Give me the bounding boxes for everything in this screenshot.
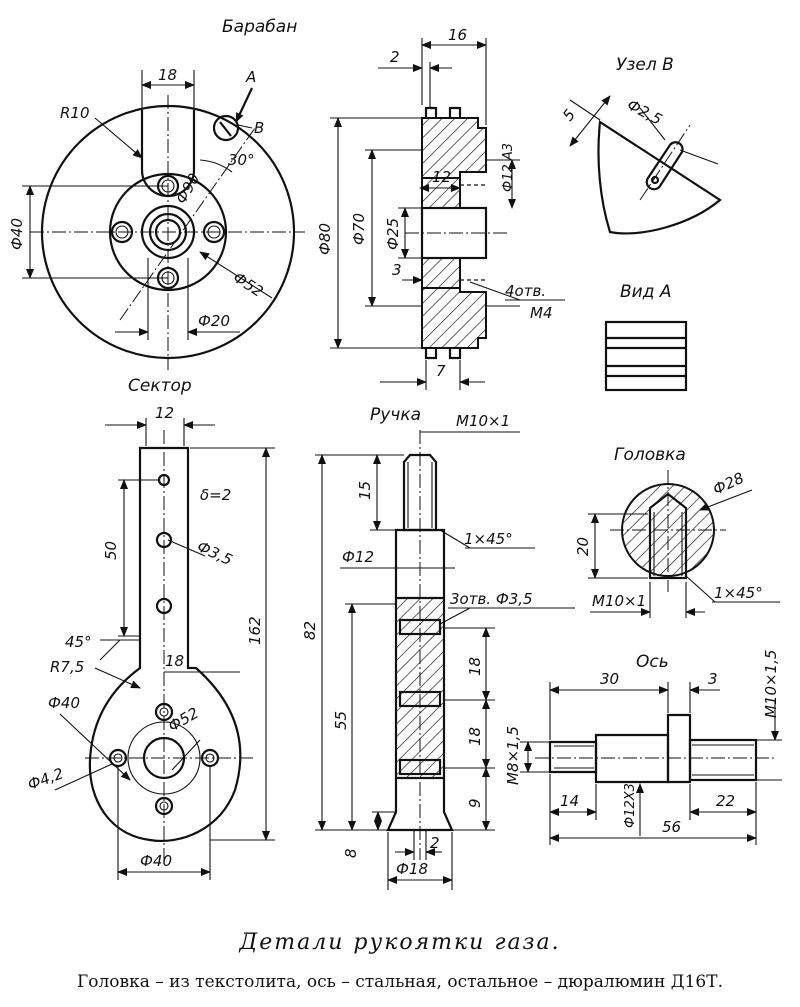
node-dim-d25: Ф2,5 xyxy=(624,96,665,129)
sector-dim-45deg: 45° xyxy=(65,633,92,651)
drum-dim-18: 18 xyxy=(158,66,177,84)
handle-dim-8: 8 xyxy=(342,848,360,858)
sector-stem-holes xyxy=(155,473,173,615)
materials-note: Головка – из текстолита, ось – стальная,… xyxy=(77,972,723,992)
sector-dim-d40b: Ф40 xyxy=(140,852,172,870)
sector-outline xyxy=(88,446,242,842)
drum-dim-d40: Ф40 xyxy=(8,218,26,250)
drum-dim-30deg: 30° xyxy=(228,151,255,169)
drum-node-b: В xyxy=(254,119,264,137)
section-thread-m4: М4 xyxy=(530,304,553,322)
drum-front-view: Барабан 18 А В R10 xyxy=(8,17,305,370)
knob-view: Головка Ф28 20 1×45° М10×1 xyxy=(574,445,780,618)
sector-dim-d35: Ф3,5 xyxy=(194,537,235,569)
axle-thread-m8: М8×1,5 xyxy=(504,726,522,785)
drum-title: Барабан xyxy=(222,17,297,37)
sector-dim-50: 50 xyxy=(102,541,120,560)
handle-dim-18b: 18 xyxy=(466,727,484,746)
drum-view-a: А xyxy=(245,68,256,86)
sector-dim-18: 18 xyxy=(165,652,184,670)
section-dim-2: 2 xyxy=(390,48,400,66)
handle-dim-d12: Ф12 xyxy=(342,548,374,566)
sector-dim-r75: R7,5 xyxy=(50,658,84,676)
handle-chamfer: 1×45° xyxy=(464,530,513,548)
handle-holes-label: 3отв. Ф3,5 xyxy=(450,590,533,608)
sector-dim-d40a: Ф40 xyxy=(48,694,80,712)
drum-dim-r10: R10 xyxy=(60,104,90,122)
drum-dim-d20: Ф20 xyxy=(198,312,230,330)
axle-dim-30: 30 xyxy=(600,670,619,688)
section-dim-d70: Ф70 xyxy=(350,213,368,245)
knob-title: Головка xyxy=(614,445,686,465)
axle-dim-3: 3 xyxy=(708,670,718,688)
section-dim-16: 16 xyxy=(448,26,467,44)
axle-dim-56: 56 xyxy=(662,818,681,836)
handle-thread: М10×1 xyxy=(456,412,510,430)
handle-title: Ручка xyxy=(370,405,421,425)
handle-view: Ручка М10×1 15 1×45° Ф12 xyxy=(301,405,575,890)
section-dim-7: 7 xyxy=(436,362,446,380)
section-dim-12: 12 xyxy=(432,168,451,186)
axle-view: Ось 30 3 М10×1,5 М8×1,5 Ф12Х3 xyxy=(504,650,782,845)
axle-thread-m10: М10×1,5 xyxy=(762,650,780,718)
section-dim-d80: Ф80 xyxy=(316,223,334,255)
handle-dim-d18: Ф18 xyxy=(396,860,428,878)
handle-dim-15: 15 xyxy=(356,481,374,500)
node-b-title: Узел В xyxy=(616,55,674,75)
drum-cable-hole xyxy=(212,114,240,142)
drum-dim-d52: Ф52 xyxy=(230,268,267,301)
sector-bolt-holes xyxy=(108,702,220,816)
sector-view: Сектор 12 δ=2 50 Ф3,5 xyxy=(25,376,275,880)
view-a: Вид А xyxy=(604,282,688,392)
drum-dim-d90: Ф90 xyxy=(172,170,204,207)
node-b-view: Узел В 5 Ф2,5 xyxy=(559,55,722,235)
sector-dim-d42: Ф4,2 xyxy=(25,764,66,793)
sector-dim-162: 162 xyxy=(246,616,264,645)
knob-dim-20: 20 xyxy=(574,537,592,556)
axle-title: Ось xyxy=(636,652,669,672)
figure-caption: Детали рукоятки газа. xyxy=(239,930,561,955)
sector-center-hole xyxy=(142,736,186,780)
section-dim-d25: Ф25 xyxy=(384,218,402,250)
axle-dim-d12x3: Ф12Х3 xyxy=(623,783,638,828)
axle-dim-22: 22 xyxy=(716,792,735,810)
knob-chamfer: 1×45° xyxy=(714,584,763,602)
sector-thickness: δ=2 xyxy=(200,486,231,504)
section-dim-d12a3: Ф12 А3 xyxy=(501,143,516,192)
drum-section-view: 16 2 Ф12 А3 12 Ф80 Ф70 Ф25 3 4отв xyxy=(316,26,565,390)
section-dim-3: 3 xyxy=(392,261,402,279)
handle-dim-55: 55 xyxy=(332,711,350,730)
handle-dim-9: 9 xyxy=(466,798,484,808)
view-a-title: Вид А xyxy=(620,282,672,302)
handle-dim-18a: 18 xyxy=(466,657,484,676)
knob-thread: М10×1 xyxy=(592,592,646,610)
sector-dim-12: 12 xyxy=(155,404,174,422)
node-dim-5: 5 xyxy=(559,106,579,125)
handle-dim-2: 2 xyxy=(430,834,440,852)
axle-dim-14: 14 xyxy=(560,792,579,810)
sector-title: Сектор xyxy=(128,376,192,396)
section-holes: 4отв. xyxy=(505,282,546,300)
handle-dim-82: 82 xyxy=(301,621,319,640)
